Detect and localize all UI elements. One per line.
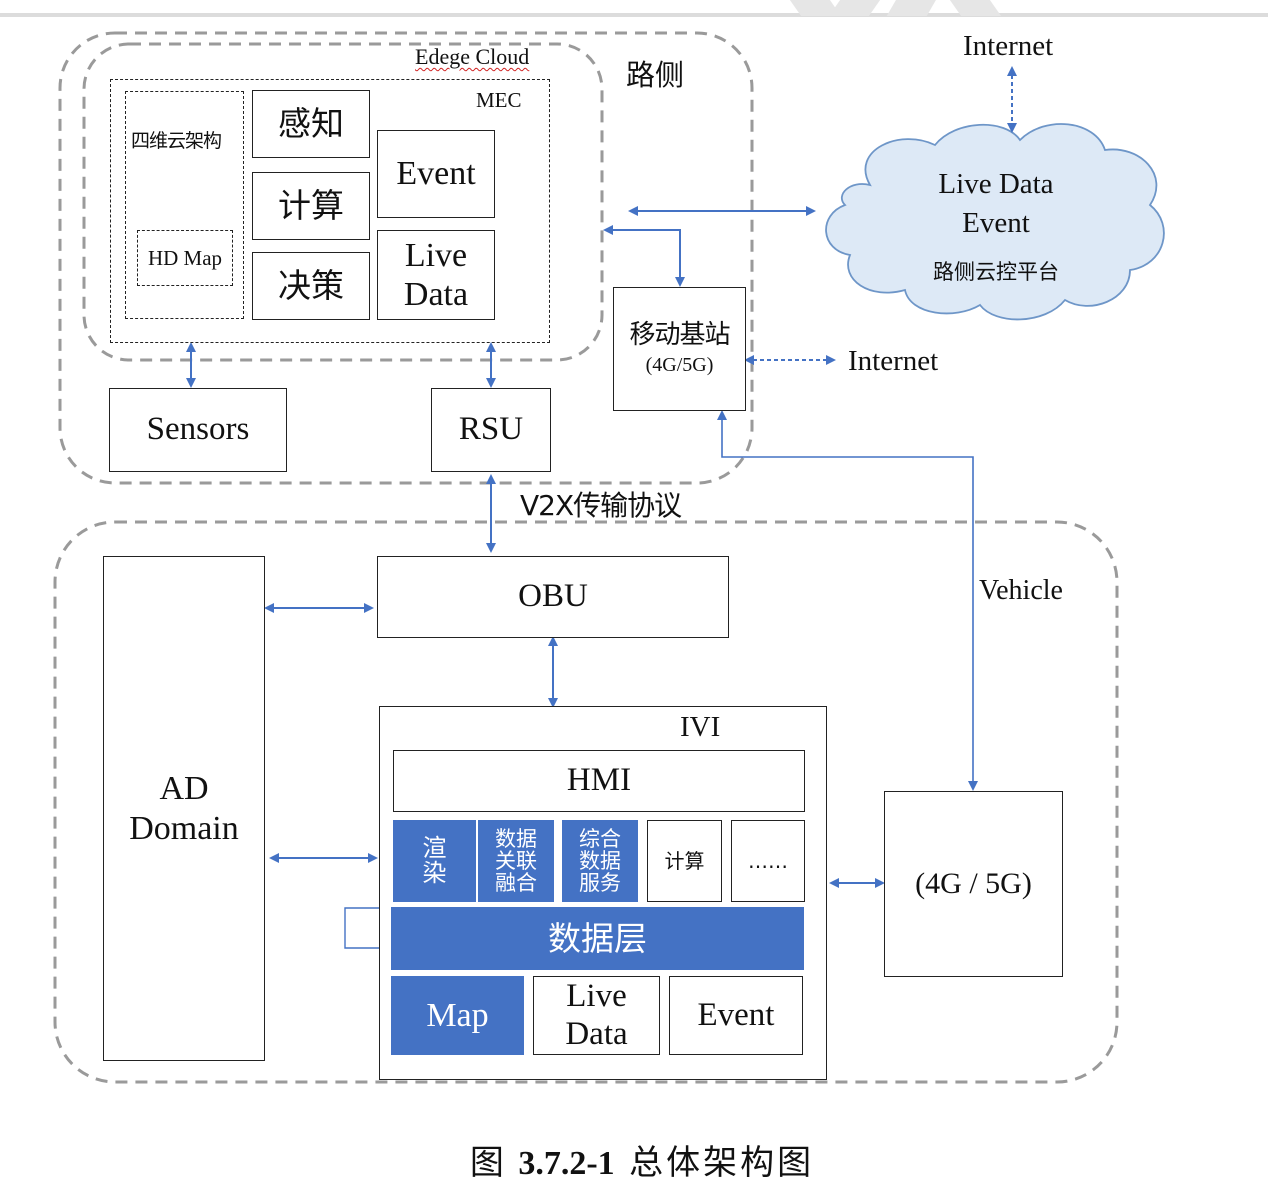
four-d-cloud-label: 四维云架构 — [131, 130, 222, 152]
ivi-module-box: 综合 数据 服务 — [562, 820, 638, 902]
edge-cloud-region — [82, 42, 604, 362]
cloud-platform-shape — [825, 123, 1165, 321]
vehicle-cellular-box: (4G / 5G) — [884, 791, 1063, 977]
obu-box: OBU — [377, 556, 729, 638]
roadside-region-label: 路侧 — [626, 58, 685, 92]
edge-event-box: Event — [377, 130, 495, 218]
caption-title: 总体架构图 — [629, 1143, 815, 1183]
cloud-event-label: Event — [962, 207, 1030, 239]
v2x-protocol-label: V2X传输协议 — [520, 489, 682, 522]
base-station-label: 移动基站 — [629, 319, 730, 350]
caption-prefix: 图 — [469, 1143, 504, 1183]
vehicle-region-label: Vehicle — [979, 575, 1063, 606]
ivi-label: IVI — [680, 711, 721, 743]
rsu-box: RSU — [431, 388, 551, 472]
page-top-rule — [0, 13, 1268, 17]
ivi-module-box: 渲 染 — [393, 820, 476, 902]
base-station-box: 移动基站 (4G/5G) — [613, 287, 746, 411]
data-layer-box: 数据层 — [391, 907, 804, 970]
hd-map-box: HD Map — [137, 230, 233, 286]
compute-box: 计算 — [252, 172, 370, 240]
edge-cloud-label: Edege Cloud — [415, 44, 530, 69]
mec-container — [110, 79, 550, 343]
ad-domain-box: AD Domain — [103, 556, 265, 1061]
ivi-map-box: Map — [391, 976, 524, 1055]
perception-box: 感知 — [252, 90, 370, 158]
arrow-edge-basestation — [603, 225, 685, 287]
ivi-module-box: 数据 关联 融合 — [478, 820, 554, 902]
internet-label-right: Internet — [848, 345, 939, 377]
sensors-box: Sensors — [109, 388, 287, 472]
internet-label-top: Internet — [963, 30, 1054, 62]
ivi-module-box: 计算 — [647, 820, 722, 902]
decision-box: 决策 — [252, 252, 370, 320]
bracket-datalayer-loop — [344, 907, 392, 949]
edge-live-data-box: Live Data — [377, 230, 495, 320]
ivi-event-box: Event — [669, 976, 803, 1055]
base-station-sub-label: (4G/5G) — [645, 354, 714, 377]
figure-caption: 图 3.7.2-1 总体架构图 — [0, 1135, 1284, 1184]
roadside-region — [58, 31, 754, 485]
mec-label: MEC — [476, 88, 522, 112]
four-d-cloud-container — [125, 91, 244, 319]
hmi-box: HMI — [393, 750, 805, 812]
cloud-live-data-label: Live Data — [938, 168, 1054, 200]
ivi-live-data-box: Live Data — [533, 976, 660, 1055]
caption-number: 3.7.2-1 — [518, 1145, 615, 1182]
vehicle-region — [53, 520, 1119, 1084]
cloud-platform-label: 路侧云控平台 — [933, 260, 1059, 284]
arrow-basestation-vehicle-cellular — [717, 410, 978, 791]
ivi-module-box: …… — [731, 820, 805, 902]
